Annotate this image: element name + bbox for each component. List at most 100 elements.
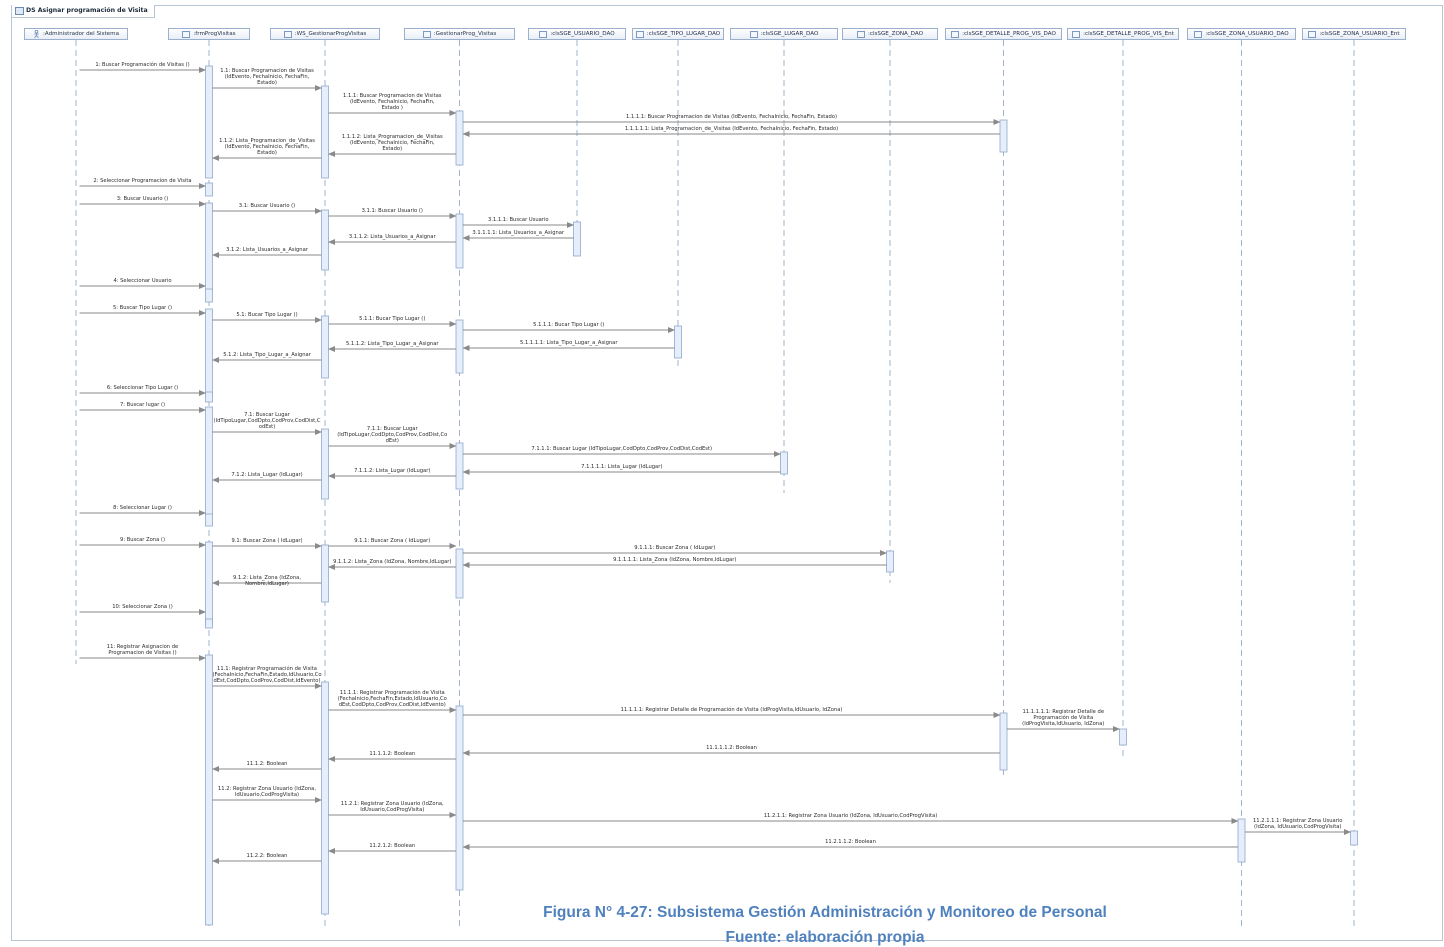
message-label-5: 1.1.1.2: Lista_Programacion_de_Visitas (… — [341, 134, 443, 152]
object-icon — [1194, 30, 1203, 38]
message-label-38: 9.1.2: Lista_Zona (IdZona, Nombre,IdLuga… — [233, 575, 301, 587]
message-label-11: 3.1.1.1: Buscar Usuario — [487, 217, 549, 223]
object-icon — [1072, 30, 1081, 38]
activation-bar-lugar — [780, 451, 788, 475]
activation-bar-zona — [886, 550, 894, 573]
activation-bar-frm — [205, 513, 213, 527]
message-label-45: 11.1.1.1.2: Boolean — [706, 745, 757, 751]
frame-title: DS Asignar programación de Visita — [26, 7, 148, 14]
lifeline-label: :frmProgVisitas — [193, 31, 236, 37]
activation-bar-frm — [205, 202, 213, 291]
message-label-22: 5.1.2: Lista_Tipo_Lugar_a_Asignar — [223, 352, 311, 358]
message-label-25: 7.1: Buscar Lugar (IdTipoLugar,CodDpto,C… — [213, 412, 321, 430]
message-label-8: 3: Buscar Usuario () — [116, 196, 169, 202]
activation-bar-det — [999, 119, 1008, 153]
activation-bar-frm — [205, 182, 213, 197]
message-label-33: 9.1: Buscar Zona ( IdLugar) — [231, 538, 303, 544]
lifeline-head-lugar[interactable]: :clsSGE_LUGAR_DAO — [730, 28, 838, 40]
lifeline-head-ws[interactable]: :WS_GestionarProgVisitas — [270, 28, 380, 40]
activation-bar-ws — [321, 544, 329, 603]
message-label-20: 5.1.1.1.1: Lista_Tipo_Lugar_a_Asignar — [520, 340, 618, 346]
activation-bar-zuent — [1350, 830, 1358, 846]
message-label-51: 11.2.1.1.1: Registrar Zona Usuario (IdZo… — [1253, 818, 1343, 830]
message-label-30: 7.1.2: Lista_Lugar (IdLugar) — [231, 472, 303, 478]
message-label-28: 7.1.1.1.1: Lista_Lugar (IdLugar) — [581, 464, 663, 470]
lifeline-head-adm[interactable]: :Administrador del Sistema — [24, 28, 128, 40]
activation-bar-gest — [455, 442, 464, 490]
lifeline-head-detent[interactable]: :clsSGE_DETALLE_PROG_VIS_Ent — [1067, 28, 1179, 40]
lifeline-label: :clsSGE_DETALLE_PROG_VIS_DAO — [962, 31, 1056, 37]
message-label-18: 5.1.1: Bucar Tipo Lugar () — [359, 316, 426, 322]
activation-bar-detent — [1119, 728, 1127, 746]
message-label-50: 11.2.1.1: Registrar Zona Usuario (IdZona… — [763, 813, 938, 819]
message-label-40: 11: Registrar Asignacion de Programacion… — [106, 644, 179, 656]
lifeline-label: :Administrador del Sistema — [42, 31, 119, 37]
lifeline-head-zona[interactable]: :clsSGE_ZONA_DAO — [842, 28, 938, 40]
message-label-15: 4: Seleccionar Usuario — [113, 278, 172, 284]
message-label-46: 11.1.1.2: Boolean — [369, 751, 416, 757]
message-label-35: 9.1.1.1: Buscar Zona ( IdLugar) — [634, 545, 716, 551]
lifeline-label: :clsSGE_USUARIO_DAO — [550, 31, 615, 37]
lifeline-head-frm[interactable]: :frmProgVisitas — [168, 28, 250, 40]
activation-bar-frm — [205, 65, 213, 179]
lifeline-label: :clsSGE_ZONA_USUARIO_Ent — [1319, 31, 1400, 37]
message-label-54: 11.2.2: Boolean — [246, 853, 288, 859]
activation-bar-ws — [321, 209, 329, 271]
message-label-32: 9: Buscar Zona () — [120, 537, 165, 543]
object-icon — [856, 30, 865, 38]
object-icon — [635, 30, 644, 38]
message-label-53: 11.2.1.2: Boolean — [369, 843, 416, 849]
message-label-23: 6: Seleccionar Tipo Lugar () — [106, 385, 179, 391]
object-icon — [182, 30, 191, 38]
lifeline-label: :clsSGE_LUGAR_DAO — [760, 31, 819, 37]
lifeline-label: :GestionarProg_Visitas — [433, 31, 497, 37]
message-label-14: 3.1.2: Lista_Usuarios_a_Asignar — [226, 247, 308, 253]
message-label-4: 1.1.1.1.1: Lista_Programacion_de_Visitas… — [624, 126, 839, 132]
figure-source: Fuente: elaboración propia — [725, 929, 925, 946]
message-label-27: 7.1.1.1: Buscar Lugar (IdTipoLugar,CodDp… — [531, 446, 713, 452]
activation-bar-tipo — [674, 325, 682, 359]
lifeline-label: :WS_GestionarProgVisitas — [294, 31, 367, 37]
message-label-6: 1.1.2: Lista_Programacion_de_Visitas (Id… — [219, 138, 315, 156]
message-label-29: 7.1.1.2: Lista_Lugar (IdLugar) — [354, 468, 431, 474]
lifeline-head-zu[interactable]: :clsSGE_ZONA_USUARIO_DAO — [1187, 28, 1296, 40]
activation-bar-det — [999, 712, 1008, 771]
activation-bar-gest — [455, 319, 464, 374]
frame-title-tab[interactable]: DS Asignar programación de Visita — [12, 5, 155, 18]
message-label-31: 8: Seleccionar Lugar () — [113, 505, 172, 511]
message-label-42: 11.1.1: Registrar Programación de Visita… — [337, 690, 447, 708]
message-label-3: 1.1.1.1: Buscar Programacion de Visitas … — [625, 114, 838, 120]
message-label-9: 3.1: Buscar Usuario () — [238, 203, 296, 209]
lifeline-head-det[interactable]: :clsSGE_DETALLE_PROG_VIS_DAO — [945, 28, 1062, 40]
lifeline-head-usr[interactable]: :clsSGE_USUARIO_DAO — [528, 28, 626, 40]
activation-bar-frm — [205, 288, 213, 303]
message-label-19: 5.1.1.1: Bucar Tipo Lugar () — [533, 322, 605, 328]
lifeline-head-tipo[interactable]: :clsSGE_TIPO_LUGAR_DAO — [632, 28, 724, 40]
message-label-26: 7.1.1: Buscar Lugar (IdTipoLugar,CodDpto… — [337, 426, 448, 444]
lifeline-head-zuent[interactable]: :clsSGE_ZONA_USUARIO_Ent — [1302, 28, 1406, 40]
activation-bar-frm — [205, 391, 213, 403]
lifeline-label: :clsSGE_DETALLE_PROG_VIS_Ent — [1083, 31, 1174, 37]
message-label-44: 11.1.1.1.1: Registrar Detalle de Program… — [1022, 709, 1105, 727]
object-icon — [951, 30, 960, 38]
activation-bar-zu — [1237, 818, 1246, 863]
actor-icon — [33, 29, 40, 39]
message-label-16: 5: Buscar Tipo Lugar () — [112, 305, 172, 311]
activation-bar-gest — [455, 110, 464, 166]
activation-bar-ws — [321, 681, 329, 915]
message-label-21: 5.1.1.2: Lista_Tipo_Lugar_a_Asignar — [345, 341, 439, 347]
lifeline-label: :clsSGE_ZONA_DAO — [867, 31, 924, 37]
object-icon — [539, 30, 548, 38]
message-label-7: 2: Seleccionar Programacion de Visita — [93, 178, 192, 184]
message-label-36: 9.1.1.1.1: Lista_Zona (IdZona, Nombre,Id… — [613, 557, 737, 563]
message-label-48: 11.2: Registrar Zona Usuario (IdZona, Id… — [218, 786, 316, 798]
lifeline-head-gest[interactable]: :GestionarProg_Visitas — [404, 28, 515, 40]
activation-bar-gest — [455, 548, 464, 599]
message-label-43: 11.1.1.1: Registrar Detalle de Programac… — [620, 707, 843, 713]
sequence-diagram-icon — [15, 7, 24, 15]
activation-bar-ws — [321, 315, 329, 379]
message-label-34: 9.1.1: Buscar Zona ( IdLugar) — [354, 538, 431, 544]
object-icon — [283, 30, 292, 38]
activation-bar-ws — [321, 428, 329, 500]
activation-bar-gest — [455, 705, 464, 891]
